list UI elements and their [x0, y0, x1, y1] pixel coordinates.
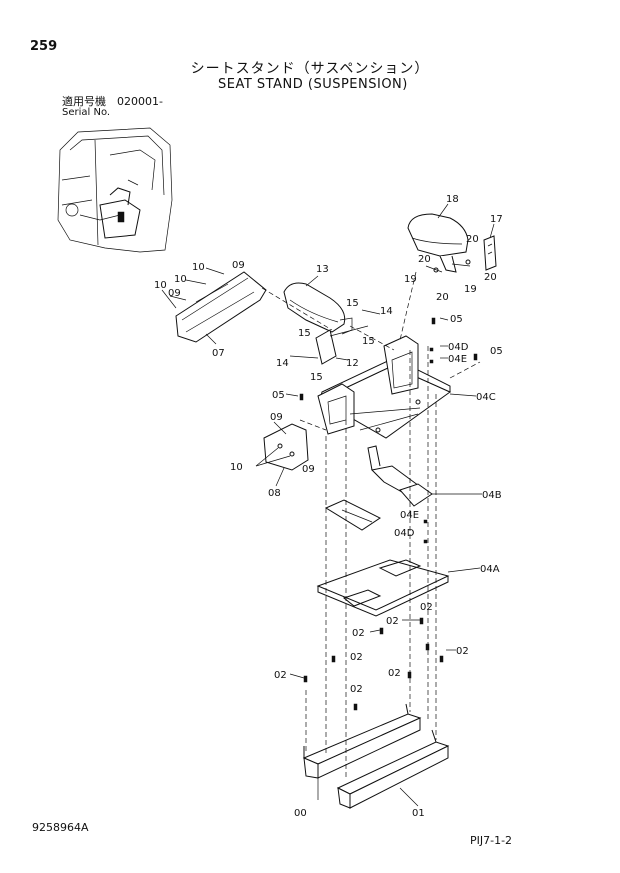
- callout-02: 02: [350, 684, 363, 695]
- callout-12: 12: [346, 358, 359, 369]
- seat-rail-side: [169, 271, 267, 343]
- callout-05: 05: [272, 390, 285, 401]
- callout-10: 10: [230, 462, 243, 473]
- cab-location-thumbnail: [57, 127, 173, 253]
- callout-14: 14: [276, 358, 289, 369]
- callout-04b: 04B: [482, 490, 502, 501]
- callout-00: 00: [294, 808, 307, 819]
- callout-02: 02: [274, 670, 287, 681]
- callout-10: 10: [192, 262, 205, 273]
- callout-17: 17: [490, 214, 503, 225]
- callout-09: 09: [168, 288, 181, 299]
- callout-10: 10: [154, 280, 167, 291]
- callout-15: 15: [310, 372, 323, 383]
- callout-20: 20: [436, 292, 449, 303]
- callout-07: 07: [212, 348, 225, 359]
- callout-09: 09: [232, 260, 245, 271]
- seat-bracket-upper: [317, 335, 451, 439]
- leader-lines: [161, 203, 495, 807]
- callout-04c: 04C: [476, 392, 496, 403]
- page-title-japanese: シートスタンド（サスペンション）: [190, 61, 430, 77]
- callout-02: 02: [350, 652, 363, 663]
- callout-20: 20: [466, 234, 479, 245]
- armrest-left: [283, 282, 369, 365]
- callout-15: 15: [362, 336, 375, 347]
- callout-02: 02: [420, 602, 433, 613]
- callout-05: 05: [450, 314, 463, 325]
- stand-bracket-left: [302, 703, 422, 779]
- callout-04d: 04D: [448, 342, 469, 353]
- callout-04e: 04E: [448, 354, 467, 365]
- page-code: PIJ7-1-2: [470, 834, 513, 847]
- callout-04d: 04D: [394, 528, 415, 539]
- callout-labels: 18 17 20 20 20 20 19 19 13 10 09 10 10 0…: [154, 194, 503, 819]
- callout-09: 09: [302, 464, 315, 475]
- callout-05: 05: [490, 346, 503, 357]
- serial-label-english: Serial No.: [62, 107, 111, 118]
- page-title-english: SEAT STAND (SUSPENSION): [218, 77, 408, 92]
- callout-04a: 04A: [480, 564, 500, 575]
- stand-bracket-right: [336, 729, 450, 809]
- callout-20: 20: [418, 254, 431, 265]
- callout-13: 13: [316, 264, 329, 275]
- suspension-assembly: [324, 445, 433, 531]
- document-number: 9258964A: [32, 821, 89, 834]
- serial-label-japanese: 適用号機 020001-: [62, 95, 163, 108]
- callout-09: 09: [270, 412, 283, 423]
- callout-02: 02: [386, 616, 399, 627]
- alignment-lines: [261, 271, 481, 780]
- callout-19: 19: [404, 274, 417, 285]
- callout-10: 10: [174, 274, 187, 285]
- callout-01: 01: [412, 808, 425, 819]
- callout-02: 02: [352, 628, 365, 639]
- bolts: [299, 317, 478, 711]
- callout-19: 19: [464, 284, 477, 295]
- callout-02: 02: [456, 646, 469, 657]
- callout-08: 08: [268, 488, 281, 499]
- callout-14: 14: [380, 306, 393, 317]
- callout-15: 15: [298, 328, 311, 339]
- side-plate: [263, 423, 309, 471]
- callout-04e: 04E: [400, 510, 419, 521]
- base-plate: [316, 559, 450, 617]
- page-number: 259: [30, 39, 58, 54]
- callout-20: 20: [484, 272, 497, 283]
- callout-18: 18: [446, 194, 459, 205]
- callout-15: 15: [346, 298, 359, 309]
- callout-02: 02: [388, 668, 401, 679]
- armrest-right: [407, 213, 497, 273]
